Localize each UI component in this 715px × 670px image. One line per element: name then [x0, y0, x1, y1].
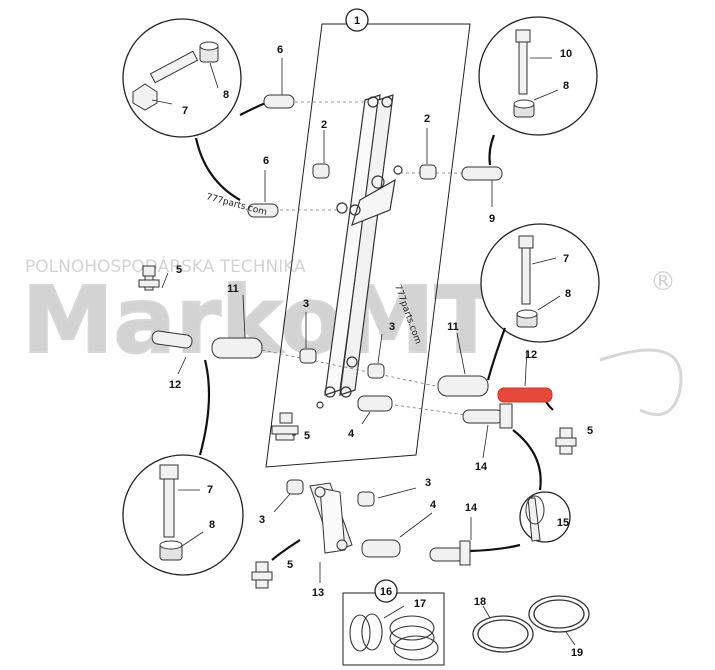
callout-right-middle [480, 223, 600, 343]
label-2a: 2 [321, 119, 327, 131]
label-leaders [161, 58, 576, 646]
label-19: 19 [571, 647, 583, 659]
bushing-3b [367, 363, 385, 379]
bushing-4-upper [357, 395, 393, 412]
bushing-2-right [419, 164, 437, 180]
label-16: 16 [380, 586, 392, 598]
label-8a: 8 [223, 89, 229, 101]
label-10: 10 [560, 48, 572, 60]
label-6b: 6 [263, 155, 269, 167]
label-16-circle [374, 579, 398, 603]
label-5c: 5 [587, 425, 593, 437]
label-12b: 12 [525, 349, 537, 361]
label-7a: 7 [182, 105, 188, 117]
callout-top-right [478, 16, 598, 136]
source-mark-1: 777parts.com [205, 192, 268, 218]
watermark: POLNOHOSPODÁRSKA TECHNIKA MarkoMT ® [21, 255, 683, 416]
callout-bottom-left [122, 454, 244, 576]
bushing-11-right [437, 375, 489, 397]
label-1: 1 [354, 15, 360, 27]
label-8c: 8 [565, 288, 571, 300]
pin-9 [461, 166, 503, 181]
grease-nipple-5b [271, 412, 299, 441]
pin-12-left [151, 330, 193, 349]
bushing-11-left [211, 337, 263, 359]
label-15: 15 [557, 517, 569, 529]
axis-lines [261, 101, 470, 416]
label-12a: 12 [169, 379, 181, 391]
label-3d: 3 [425, 477, 431, 489]
label-2b: 2 [424, 113, 430, 125]
label-8d: 8 [209, 519, 215, 531]
pin-14-lower-plate [459, 540, 471, 566]
nut-icon [516, 309, 538, 328]
label-3a: 3 [303, 298, 309, 310]
grease-nipple-5d [251, 561, 273, 589]
bolt-icon [518, 235, 534, 305]
label-3c: 3 [259, 514, 265, 526]
arm-assembly [316, 94, 403, 409]
nut-icon [159, 540, 183, 561]
label-6a: 6 [277, 44, 283, 56]
label-7c: 7 [207, 484, 213, 496]
label-11b: 11 [447, 321, 459, 333]
label-4b: 4 [430, 499, 437, 511]
bolt-icon [159, 464, 179, 538]
label-3b: 3 [389, 321, 395, 333]
bushing-3d [357, 491, 375, 507]
label-11a: 11 [227, 283, 239, 295]
nut-icon [513, 99, 535, 118]
watermark-registered: ® [650, 267, 676, 297]
label-17: 17 [414, 598, 426, 610]
watermark-tagline: POLNOHOSPODÁRSKA TECHNIKA [25, 255, 306, 277]
nut-icon [199, 41, 219, 63]
label-9: 9 [489, 213, 495, 225]
rings-18-19 [472, 595, 590, 653]
pin-6-lower [247, 203, 279, 218]
pin-12-highlighted [497, 387, 553, 403]
pin-14-lower [429, 547, 465, 562]
grease-nipple-5a [138, 265, 160, 291]
label-5b: 5 [304, 430, 310, 442]
grease-nipple-5c [555, 427, 577, 455]
parts [138, 94, 577, 589]
seal-kit-16 [342, 592, 445, 666]
pin-14-upper-plate [499, 403, 513, 429]
label-4a: 4 [348, 428, 355, 440]
callout-top-left [122, 18, 242, 138]
arm-panel-frame [265, 23, 471, 468]
pin-14-upper [462, 409, 504, 424]
part-labels: 1 16 2 2 3 3 3 3 4 4 5 5 5 5 6 6 7 7 7 8… [169, 8, 593, 659]
bushing-4-lower [361, 539, 401, 558]
label-14b: 14 [465, 502, 478, 514]
label-1-circle [345, 8, 369, 32]
label-14a: 14 [475, 461, 488, 473]
label-5a: 5 [176, 264, 182, 276]
bushing-3c [286, 479, 304, 495]
watermark-brand: MarkoMT [22, 267, 497, 374]
label-5d: 5 [287, 559, 293, 571]
label-7b: 7 [563, 253, 569, 265]
pin-6-upper [263, 94, 295, 109]
bushing-3a [299, 348, 317, 364]
bushing-2-left [312, 163, 330, 179]
watermark-swoosh [599, 348, 683, 416]
label-13: 13 [312, 587, 324, 599]
bolt-icon [515, 29, 531, 95]
label-8b: 8 [563, 80, 569, 92]
label-18: 18 [474, 596, 486, 608]
lock-pin-15 [519, 491, 571, 543]
bolt-icon [132, 50, 199, 111]
